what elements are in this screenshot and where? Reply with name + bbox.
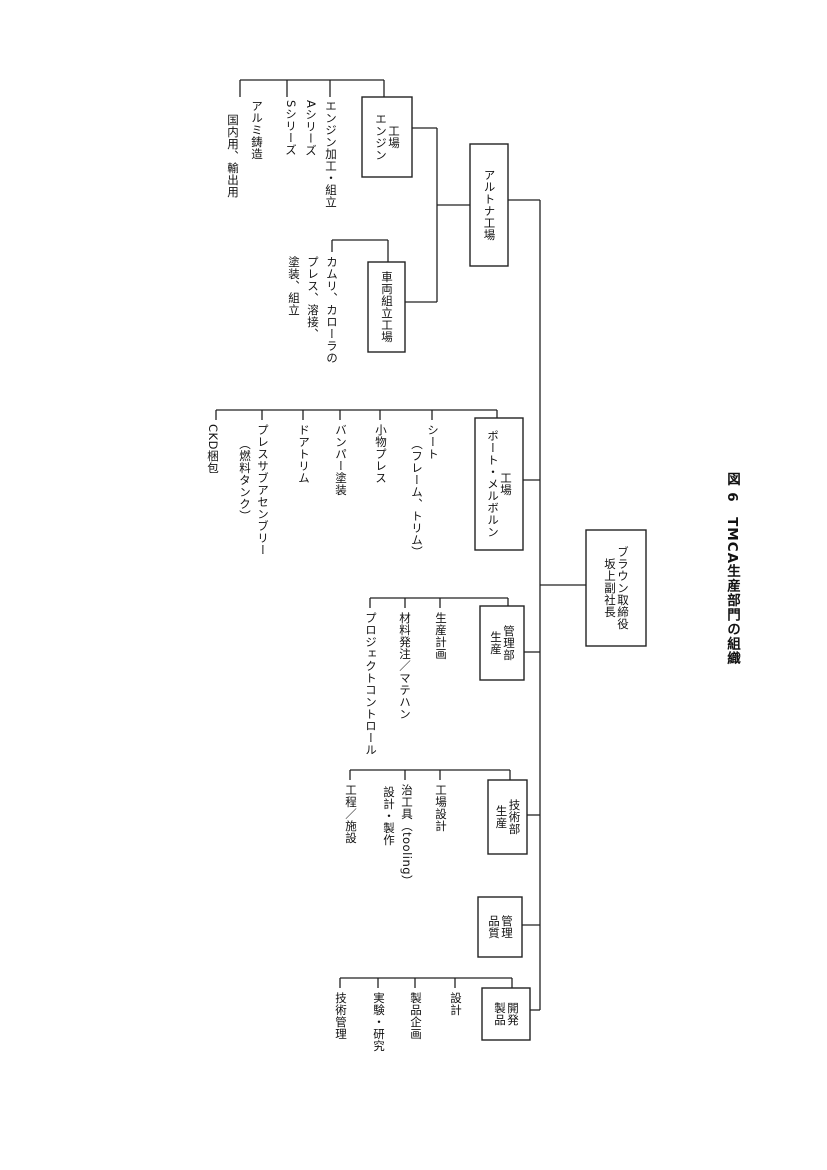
port-item: プレスサブアセンブリー	[256, 424, 270, 556]
production-engineering-item: 工程／施設	[344, 784, 358, 844]
production-engineering-label-2: 技術部	[507, 799, 522, 835]
product-dev-label-2: 開発	[506, 1002, 520, 1026]
product-dev-box-text: 製品 開発	[482, 988, 530, 1040]
production-control-label-1: 生産	[489, 631, 503, 655]
engine-item: 国内用、輸出用	[226, 114, 240, 198]
port-item: CKD梱包	[206, 424, 220, 474]
port-melbourne-label-1: ポート・メルボルン	[486, 430, 500, 538]
port-item: 小物プレス	[374, 424, 388, 484]
port-melbourne-label-2: 工場	[499, 472, 513, 496]
product-dev-item: 実験・研究	[372, 992, 386, 1052]
production-engineering-item: 設計・製作	[382, 786, 396, 846]
production-engineering-label-1: 生産	[494, 805, 509, 829]
altona-box	[469, 143, 509, 267]
production-control-item: プロジェクトコントロール	[364, 612, 378, 756]
production-engineering-item: 工場設計	[434, 784, 448, 832]
product-dev-item: 製品企画	[409, 992, 423, 1040]
vehicle-item: プレス、溶接、	[306, 256, 320, 340]
vehicle-item: カムリ、カローラの	[325, 256, 339, 364]
product-dev-item: 技術管理	[334, 992, 348, 1040]
engine-item: Sシリーズ	[284, 100, 298, 156]
production-control-item: 材料発注／マテハン	[398, 612, 412, 720]
production-control-item: 生産計画	[434, 612, 448, 660]
vehicle-plant-box-text: 車両組立工場	[368, 262, 405, 352]
engine-item: エンジン加工・組立	[324, 100, 338, 208]
quality-label-1: 品質	[487, 915, 501, 939]
altona-label: アルトナ工場	[482, 169, 497, 241]
head-line-1: 坂上副社長	[603, 558, 617, 618]
engine-item: アルミ鋳造	[250, 100, 264, 160]
port-item: シート	[426, 424, 440, 460]
production-engineering-box-text: 生産 技術部	[488, 780, 527, 854]
figure-title: 図 6 TMCA生産部門の組織	[724, 472, 740, 666]
port-item: ドアトリム	[297, 424, 311, 484]
port-melbourne-box	[474, 417, 524, 551]
quality-box	[477, 896, 523, 958]
engine-label-2: 工場	[387, 125, 401, 149]
vehicle-plant-box	[367, 261, 406, 353]
production-engineering-item: 治工具（tooling）	[400, 784, 414, 888]
product-dev-label-1: 製品	[493, 1002, 507, 1026]
production-control-box	[479, 605, 525, 681]
vehicle-item: 塗装、組立	[287, 256, 301, 316]
engine-plant-box-text: エンジン 工場	[362, 97, 412, 177]
quality-box-text: 品質 管理	[478, 897, 522, 957]
port-item: （フレーム、トリム）	[410, 438, 424, 558]
vehicle-label: 車両組立工場	[380, 271, 394, 343]
head-box-text: 坂上副社長 ブラウン取締役	[586, 530, 646, 646]
product-dev-box	[481, 987, 531, 1041]
port-item: バンパー塗装	[334, 424, 348, 496]
production-control-label-2: 管理部	[502, 625, 516, 661]
port-item: （燃料タンク）	[238, 438, 252, 522]
quality-label-2: 管理	[500, 915, 514, 939]
head-box	[585, 529, 647, 647]
port-melbourne-box-text: ポート・メルボルン 工場	[475, 418, 523, 550]
head-line-2: ブラウン取締役	[616, 546, 630, 630]
altona-box-text: アルトナ工場	[470, 144, 508, 266]
engine-plant-box	[361, 96, 413, 178]
production-engineering-box	[487, 779, 528, 855]
engine-item: Aシリーズ	[304, 100, 318, 157]
product-dev-item: 設計	[449, 992, 463, 1016]
production-control-box-text: 生産 管理部	[480, 606, 524, 680]
engine-label-1: エンジン	[374, 113, 388, 161]
